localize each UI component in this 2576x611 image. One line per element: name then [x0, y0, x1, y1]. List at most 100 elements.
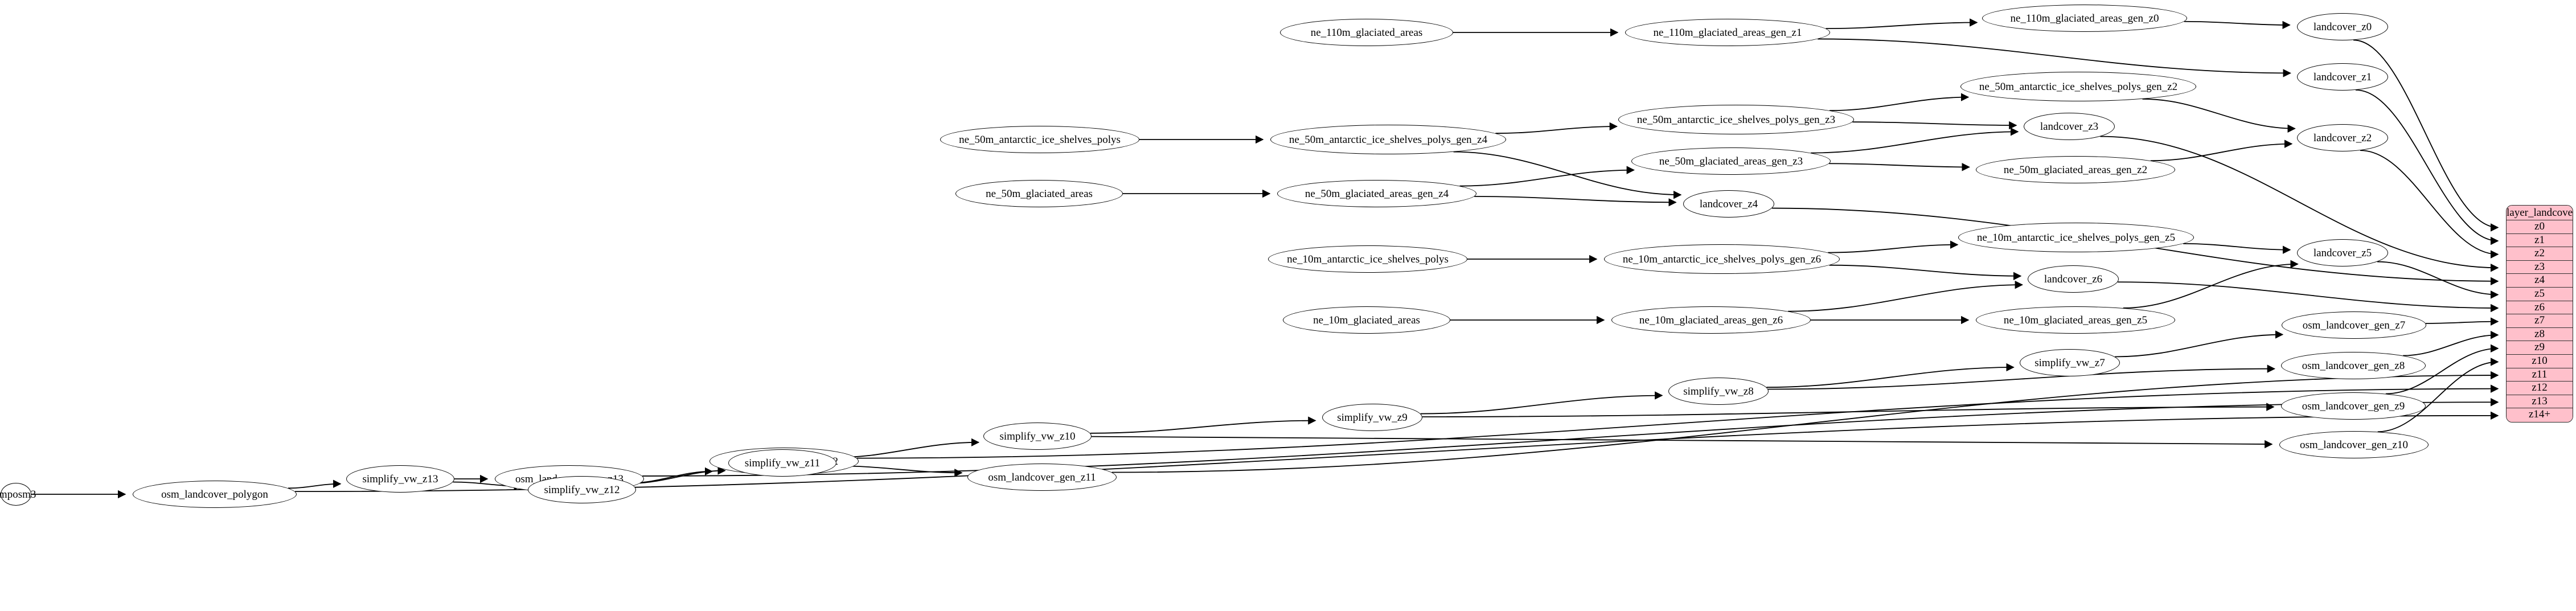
graph-edge — [629, 466, 726, 484]
graph-node-ne_10m_antarctic_gen_z6[interactable]: ne_10m_antarctic_ice_shelves_polys_gen_z… — [1604, 244, 1840, 274]
graph-edge — [1474, 196, 1677, 207]
graph-node-simplify_vw_z8[interactable]: simplify_vw_z8 — [1668, 378, 1769, 405]
graph-node-osm_landcover_gen_z7[interactable]: osm_landcover_gen_z7 — [2282, 311, 2426, 339]
graph-node-label: simplify_vw_z10 — [999, 430, 1076, 442]
graph-node-label: ne_50m_glaciated_areas_gen_z3 — [1659, 155, 1803, 167]
graph-node-simplify_vw_z10[interactable]: simplify_vw_z10 — [983, 423, 1092, 450]
graph-node-ne_50m_antarctic_gen_z4[interactable]: ne_50m_antarctic_ice_shelves_polys_gen_z… — [1270, 125, 1506, 154]
graph-node-label: ne_10m_antarctic_ice_shelves_polys — [1287, 253, 1449, 265]
graph-node-osm_landcover_gen_z9[interactable]: osm_landcover_gen_z9 — [2281, 392, 2426, 420]
graph-edge — [1495, 122, 1618, 134]
table-row-z14plus[interactable]: z14+ — [2507, 408, 2573, 422]
graph-edge — [288, 479, 342, 489]
graph-node-ne_50m_glaciated_areas_gen_z3[interactable]: ne_50m_glaciated_areas_gen_z3 — [1631, 147, 1831, 175]
table-row-z2[interactable]: z2 — [2507, 247, 2573, 261]
graph-node-ne_10m_glaciated_areas_gen_z6[interactable]: ne_10m_glaciated_areas_gen_z6 — [1611, 306, 1811, 334]
table-row-z4[interactable]: z4 — [2507, 274, 2573, 288]
graph-node-landcover_z0[interactable]: landcover_z0 — [2297, 13, 2388, 40]
table-row-z12[interactable]: z12 — [2507, 382, 2573, 395]
graph-node-landcover_z2[interactable]: landcover_z2 — [2297, 124, 2388, 151]
graph-node-label: simplify_vw_z7 — [2034, 356, 2105, 369]
graph-edge — [1091, 436, 2273, 449]
graph-node-label: simplify_vw_z13 — [362, 473, 438, 485]
graph-node-osm_landcover_gen_z11[interactable]: osm_landcover_gen_z11 — [967, 464, 1117, 491]
graph-node-label: landcover_z3 — [2040, 120, 2099, 133]
graph-edge — [1852, 121, 2017, 130]
graph-edge — [1828, 240, 1959, 253]
graph-node-label: landcover_z4 — [1699, 198, 1758, 210]
graph-edge — [2425, 317, 2499, 326]
graph-edge — [2183, 243, 2291, 254]
table-row-z13[interactable]: z13 — [2507, 395, 2573, 409]
graph-node-osm_landcover_polygon[interactable]: osm_landcover_polygon — [133, 481, 297, 508]
graph-edge — [2123, 260, 2299, 309]
graph-edge — [1829, 264, 2022, 280]
graph-node-landcover_z1[interactable]: landcover_z1 — [2297, 63, 2388, 91]
graph-node-label: osm_landcover_gen_z11 — [988, 471, 1096, 483]
graph-node-label: osm_landcover_polygon — [161, 488, 268, 501]
graph-node-ne_50m_antarctic_gen_z2[interactable]: ne_50m_antarctic_ice_shelves_polys_gen_z… — [1960, 72, 2196, 101]
graph-node-ne_10m_glaciated_areas_gen_z5[interactable]: ne_10m_glaciated_areas_gen_z5 — [1976, 306, 2175, 334]
graph-edge — [2118, 281, 2499, 313]
graph-node-label: landcover_z6 — [2044, 273, 2103, 285]
table-row-z11[interactable]: z11 — [2507, 368, 2573, 382]
graph-node-simplify_vw_z12[interactable]: simplify_vw_z12 — [528, 476, 636, 503]
graph-node-ne_50m_glaciated_areas_gen_z2[interactable]: ne_50m_glaciated_areas_gen_z2 — [1976, 156, 2175, 183]
graph-node-ne_10m_glaciated_areas[interactable]: ne_10m_glaciated_areas — [1283, 306, 1450, 334]
graph-node-ne_10m_antarctic_gen_z5[interactable]: ne_10m_antarctic_ice_shelves_polys_gen_z… — [1958, 223, 2194, 252]
graph-node-landcover_z6[interactable]: landcover_z6 — [2028, 265, 2119, 293]
graph-node-osm_landcover_gen_z8[interactable]: osm_landcover_gen_z8 — [2281, 352, 2426, 379]
graph-node-ne_110m_glaciated_areas_gen_z1[interactable]: ne_110m_glaciated_areas_gen_z1 — [1625, 19, 1830, 46]
table-row-z10[interactable]: z10 — [2507, 354, 2573, 368]
table-header: layer_landcover — [2507, 206, 2573, 221]
table-row-z9[interactable]: z9 — [2507, 341, 2573, 355]
table-row-z6[interactable]: z6 — [2507, 301, 2573, 315]
graph-edge — [2360, 150, 2499, 259]
graph-node-ne_50m_antarctic_ice_shelves_polys[interactable]: ne_50m_antarctic_ice_shelves_polys — [940, 126, 1139, 153]
graph-edge — [1830, 93, 1970, 112]
graph-edge — [1766, 363, 2015, 388]
table-row-z3[interactable]: z3 — [2507, 260, 2573, 274]
table-row-z8[interactable]: z8 — [2507, 327, 2573, 342]
table-row-z7[interactable]: z7 — [2507, 314, 2573, 328]
graph-node-simplify_vw_z13[interactable]: simplify_vw_z13 — [346, 465, 454, 493]
graph-node-label: osm_landcover_gen_z7 — [2302, 319, 2406, 331]
graph-node-label: osm_landcover_gen_z9 — [2302, 400, 2405, 412]
graph-node-ne_10m_antarctic_ice_shelves_polys[interactable]: ne_10m_antarctic_ice_shelves_polys — [1268, 245, 1467, 273]
graph-node-ne_110m_glaciated_areas[interactable]: ne_110m_glaciated_areas — [1280, 19, 1453, 46]
graph-node-simplify_vw_z7[interactable]: simplify_vw_z7 — [2020, 349, 2120, 376]
graph-node-simplify_vw_z9[interactable]: simplify_vw_z9 — [1322, 404, 1422, 431]
graph-node-label: ne_50m_antarctic_ice_shelves_polys_gen_z… — [1979, 80, 2178, 93]
graph-edge — [2377, 261, 2499, 299]
graph-node-label: ne_50m_glaciated_areas — [986, 187, 1093, 200]
graph-node-label: simplify_vw_z12 — [544, 483, 620, 496]
graph-edge — [1811, 128, 2019, 154]
graph-node-label: ne_50m_antarctic_ice_shelves_polys — [959, 133, 1121, 146]
graph-node-label: imposm3 — [0, 488, 36, 501]
graph-node-osm_landcover_gen_z10[interactable]: osm_landcover_gen_z10 — [2279, 431, 2429, 458]
graph-edge — [2115, 330, 2284, 358]
graph-edge — [1787, 280, 2023, 312]
graph-node-label: osm_landcover_gen_z10 — [2300, 438, 2408, 451]
graph-edge — [2403, 331, 2499, 356]
table-row-z5[interactable]: z5 — [2507, 288, 2573, 301]
graph-node-ne_50m_glaciated_areas_gen_z4[interactable]: ne_50m_glaciated_areas_gen_z4 — [1277, 180, 1476, 207]
graph-node-ne_50m_glaciated_areas[interactable]: ne_50m_glaciated_areas — [955, 180, 1123, 207]
graph-node-simplify_vw_z11[interactable]: simplify_vw_z11 — [728, 449, 836, 477]
graph-node-ne_110m_glaciated_areas_gen_z0[interactable]: ne_110m_glaciated_areas_gen_z0 — [1982, 5, 2187, 32]
graph-edge — [1422, 403, 2275, 417]
graph-node-imposm3[interactable]: imposm3 — [0, 483, 36, 506]
graph-node-label: ne_10m_glaciated_areas_gen_z5 — [2003, 314, 2148, 326]
graph-node-landcover_z5[interactable]: landcover_z5 — [2297, 239, 2388, 266]
graph-edge — [2355, 89, 2499, 245]
table-row-z0[interactable]: z0 — [2507, 220, 2573, 234]
graph-node-ne_50m_antarctic_gen_z3[interactable]: ne_50m_antarctic_ice_shelves_polys_gen_z… — [1618, 105, 1854, 134]
table-row-z1[interactable]: z1 — [2507, 233, 2573, 248]
graph-node-label: landcover_z5 — [2313, 247, 2372, 259]
graph-edge — [2150, 140, 2293, 162]
graph-node-landcover_z3[interactable]: landcover_z3 — [2024, 113, 2115, 140]
graph-edge — [1459, 166, 1635, 187]
graph-node-landcover_z4[interactable]: landcover_z4 — [1683, 190, 1774, 218]
